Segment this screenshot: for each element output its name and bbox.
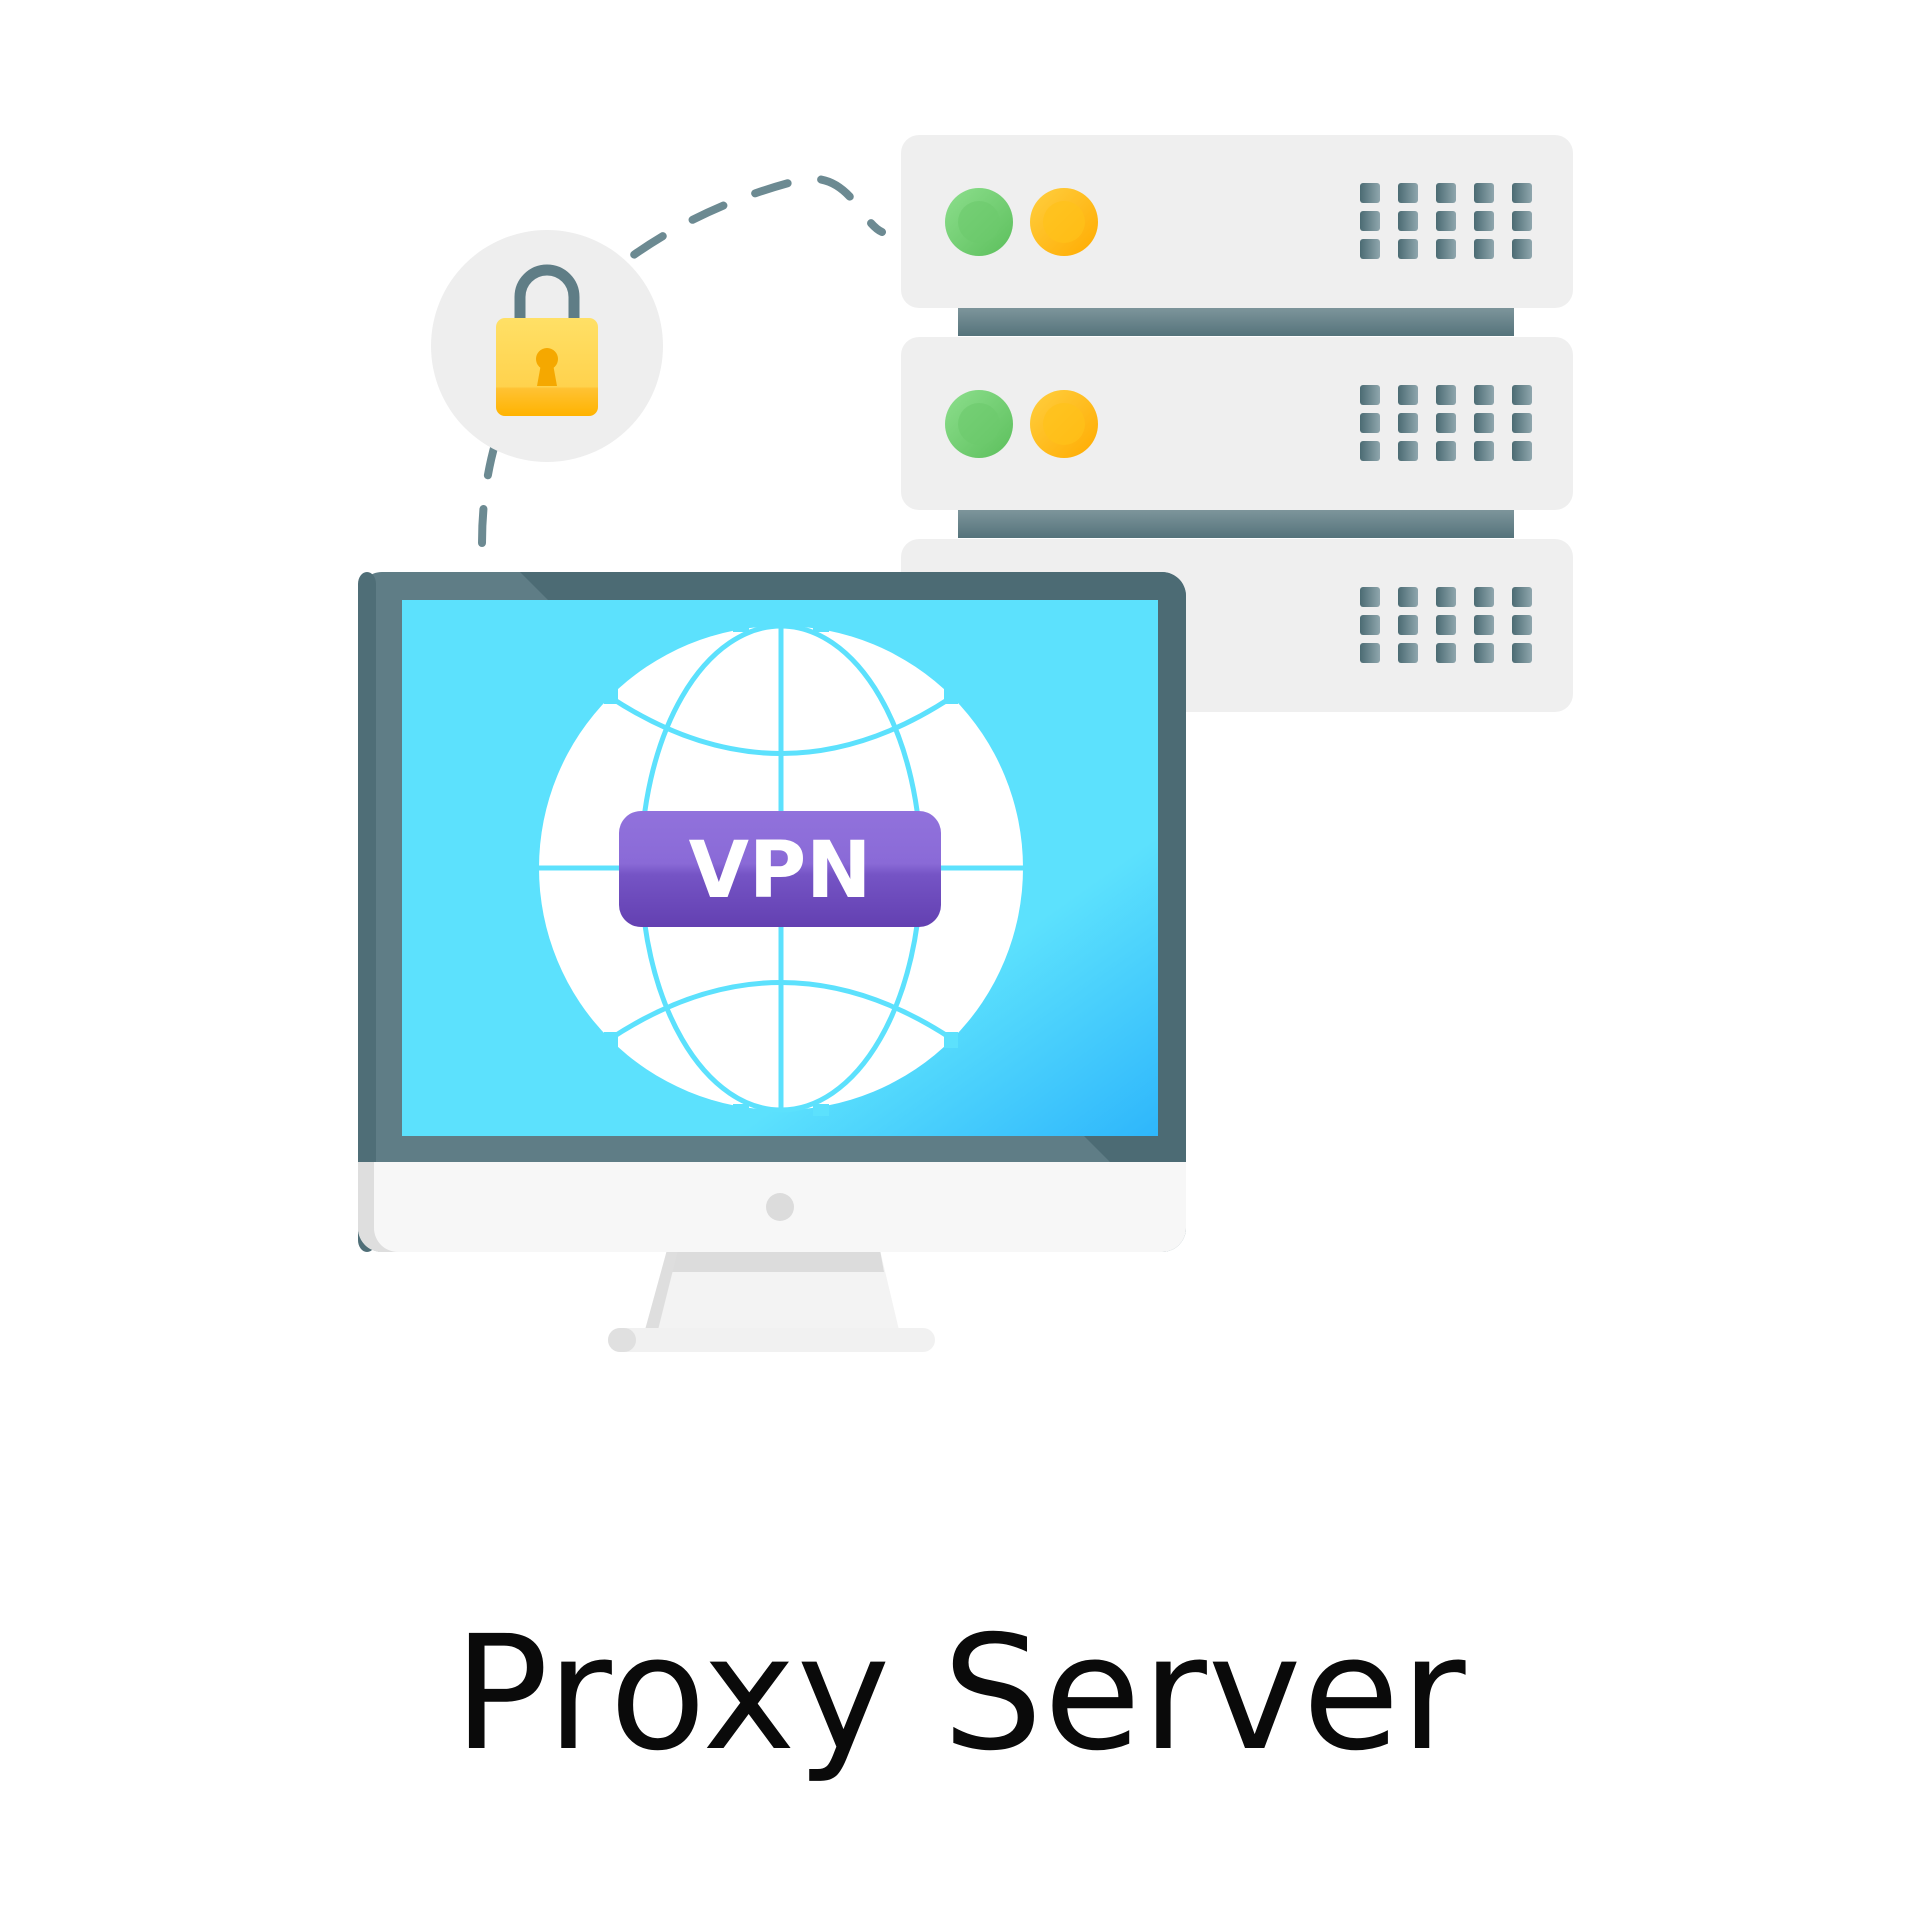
server-vent-slot — [1398, 183, 1418, 203]
server-vent-slot — [1474, 441, 1494, 461]
server-vent-slot — [1512, 615, 1532, 635]
server-vent-slot — [1474, 413, 1494, 433]
server-vent-slot — [1360, 441, 1380, 461]
server-vent-slot — [1398, 211, 1418, 231]
server-vent-slot — [1360, 643, 1380, 663]
server-vent-grid — [1360, 183, 1532, 259]
server-vent-slot — [1474, 183, 1494, 203]
server-vent-slot — [1512, 587, 1532, 607]
server-vent-grid — [1360, 385, 1532, 461]
server-vent-slot — [1398, 239, 1418, 259]
server-vent-slot — [1398, 441, 1418, 461]
server-vent-slot — [1398, 643, 1418, 663]
server-vent-slot — [1360, 385, 1380, 405]
server-vent-slot — [1436, 211, 1456, 231]
server-connector-2 — [958, 510, 1514, 538]
monitor-power-dot — [766, 1193, 794, 1221]
server-vent-slot — [1398, 385, 1418, 405]
server-vent-slot — [1512, 441, 1532, 461]
server-vent-slot — [1360, 615, 1380, 635]
connection-dashed-path — [478, 174, 886, 547]
server-vent-slot — [1474, 239, 1494, 259]
server-vent-slot — [1436, 183, 1456, 203]
caption-title: Proxy Server — [453, 1602, 1467, 1786]
server-vent-slot — [1474, 615, 1494, 635]
server-vent-slot — [1436, 413, 1456, 433]
server-vent-slot — [1436, 385, 1456, 405]
server-vent-slot — [1512, 183, 1532, 203]
server-vent-slot — [1512, 385, 1532, 405]
server-vent-slot — [1474, 211, 1494, 231]
server-vent-slot — [1398, 587, 1418, 607]
server-vent-slot — [1360, 413, 1380, 433]
server-unit-2 — [901, 337, 1573, 510]
vpn-badge-text: VPN — [689, 826, 872, 916]
server-vent-slot — [1512, 239, 1532, 259]
server-vent-slot — [1398, 615, 1418, 635]
vpn-badge: VPN — [619, 811, 941, 927]
server-vent-slot — [1436, 587, 1456, 607]
server-vent-slot — [1360, 211, 1380, 231]
server-unit-1 — [901, 135, 1573, 308]
monitor-base — [608, 1328, 935, 1352]
server-vent-slot — [1512, 413, 1532, 433]
server-vent-slot — [1512, 643, 1532, 663]
server-vent-slot — [1474, 643, 1494, 663]
server-vent-slot — [1360, 587, 1380, 607]
server-vent-slot — [1436, 615, 1456, 635]
server-vent-slot — [1474, 587, 1494, 607]
server-vent-slot — [1360, 239, 1380, 259]
server-vent-slot — [1512, 211, 1532, 231]
server-vent-slot — [1436, 441, 1456, 461]
server-vent-slot — [1360, 183, 1380, 203]
padlock-icon — [431, 230, 663, 462]
server-vent-slot — [1436, 239, 1456, 259]
server-vent-slot — [1436, 643, 1456, 663]
server-connector-1 — [958, 308, 1514, 336]
server-vent-slot — [1474, 385, 1494, 405]
server-vent-grid — [1360, 587, 1532, 663]
server-vent-slot — [1398, 413, 1418, 433]
